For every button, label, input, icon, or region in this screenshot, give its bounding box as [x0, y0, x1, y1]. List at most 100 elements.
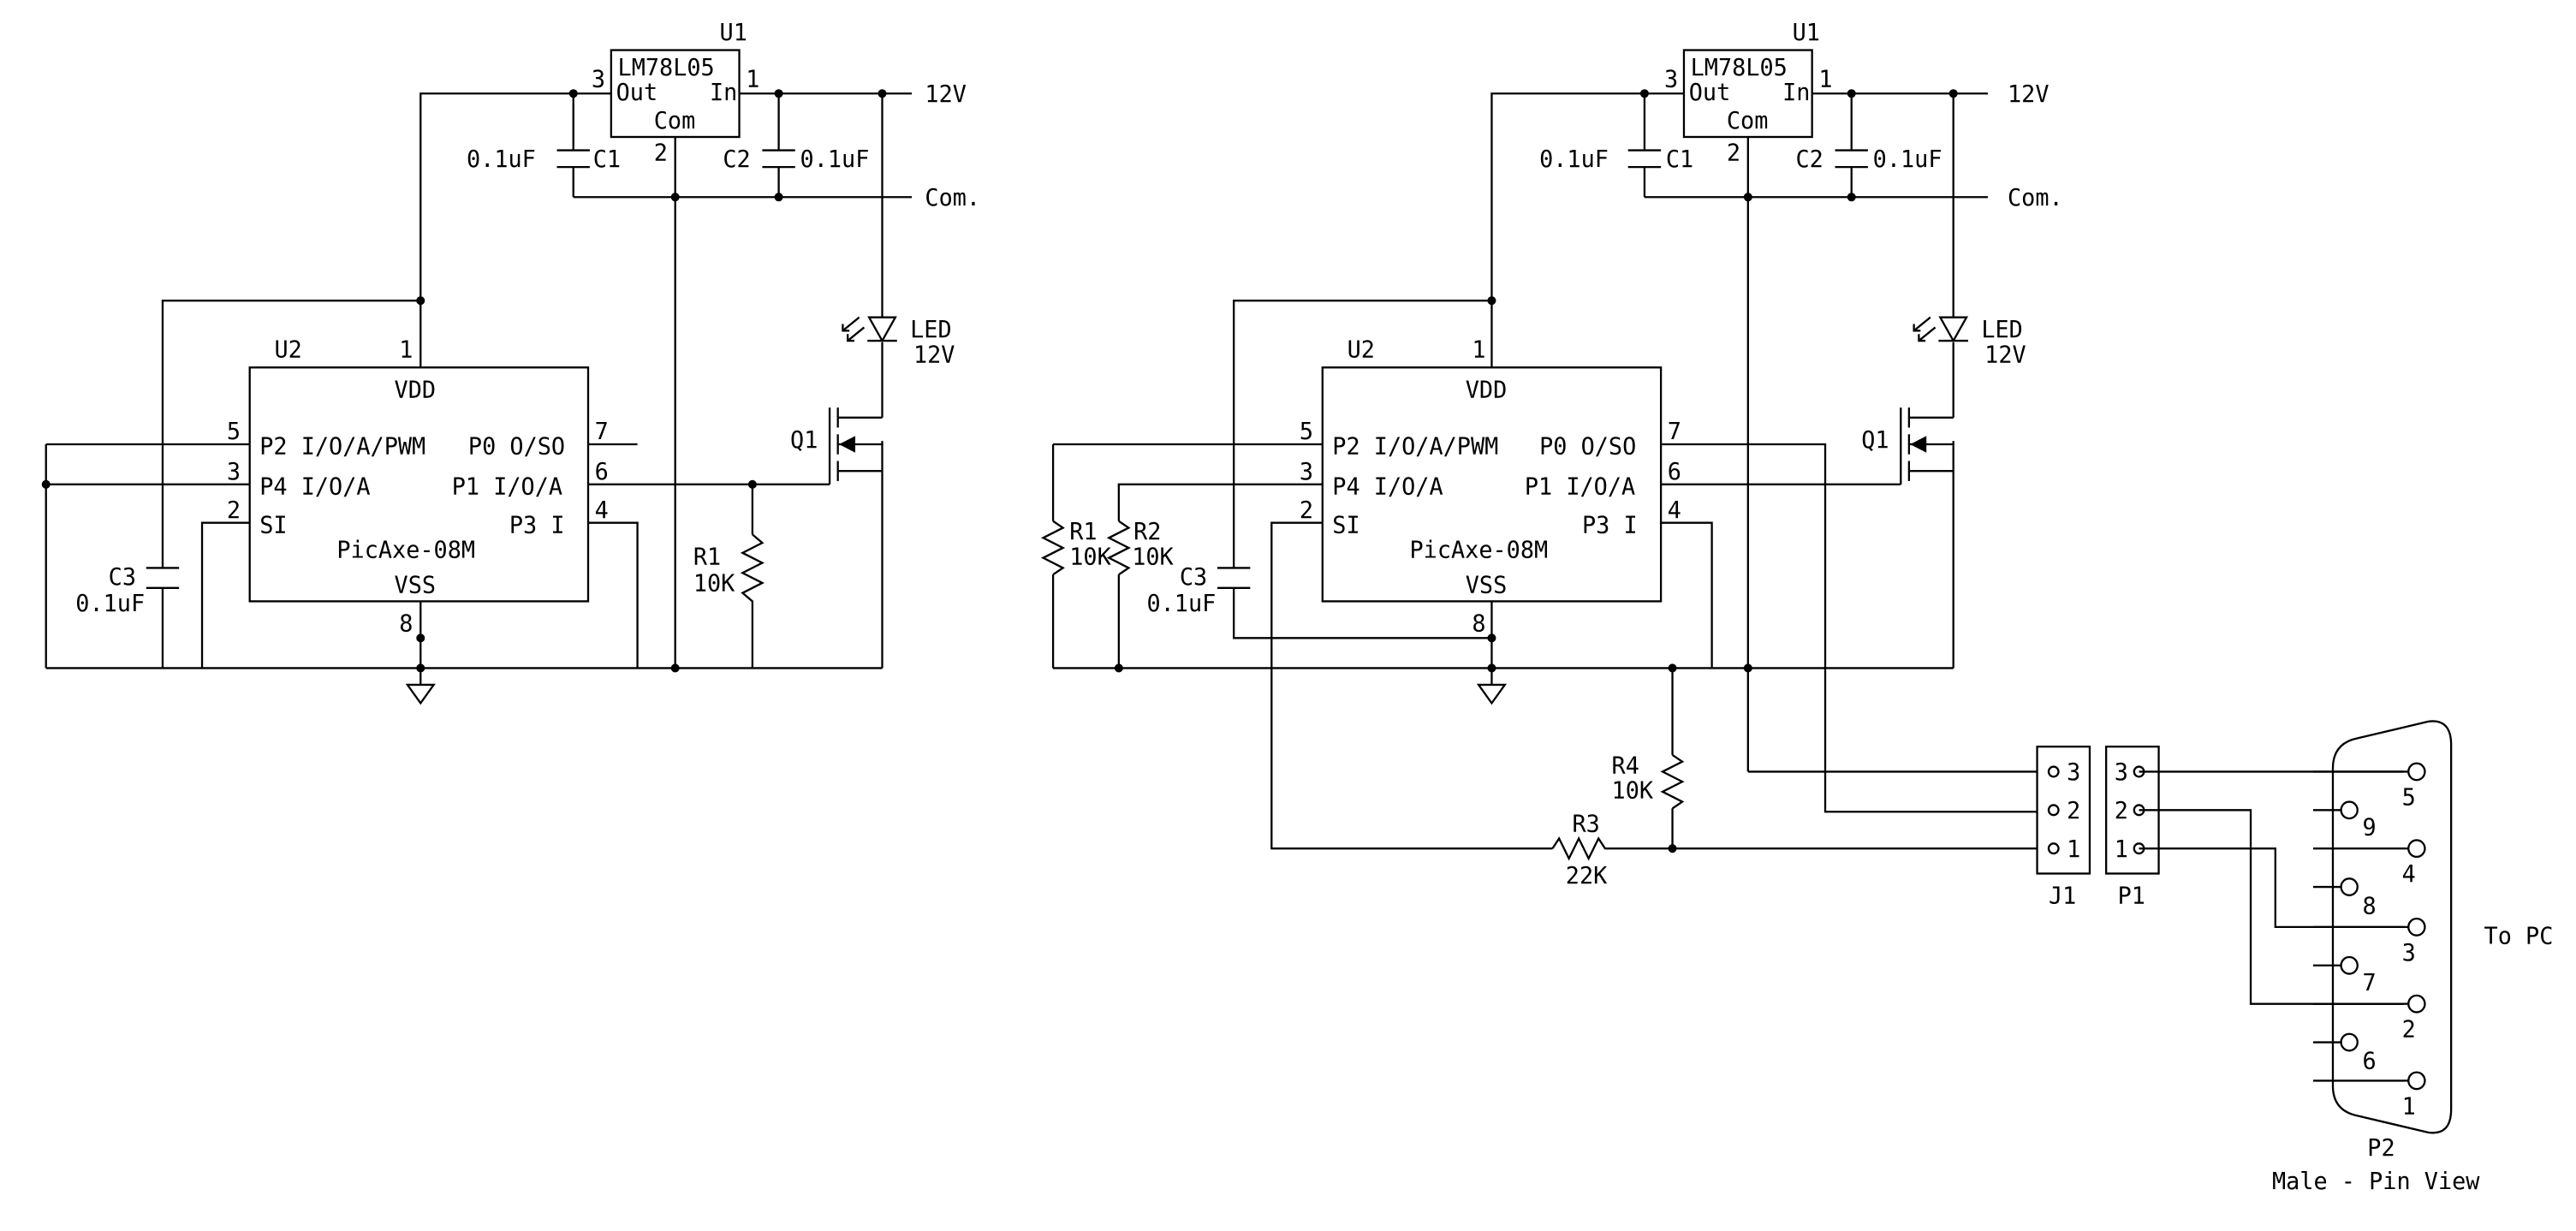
- ledb-value-label: 12V: [1984, 342, 2026, 368]
- db9-pin2-number: 2: [2402, 1016, 2416, 1043]
- microcontroller-u2: U2 1 VDD 5 P2 I/O/A/PWM P0 O/SO 7 3 P4 I…: [227, 336, 609, 637]
- u2-p1-label: P1 I/O/A: [452, 473, 562, 500]
- u2-si-label: SI: [259, 512, 287, 538]
- u2b-pin8-number: 8: [1472, 610, 1485, 637]
- u2-pin6-number: 6: [595, 459, 609, 485]
- circuit-b-junctions: [1114, 89, 1958, 853]
- capacitor-c2-b: C2 0.1uF: [1795, 146, 1942, 173]
- u1-pin3-number: 3: [592, 66, 605, 92]
- circuit-b: U1 LM78L05 Out In Com 3 1 2: [1040, 20, 2553, 1195]
- db9-pin1-number: 1: [2402, 1093, 2416, 1120]
- db9-pin6-number: 6: [2363, 1049, 2377, 1075]
- p1-ref-label: P1: [2118, 883, 2145, 909]
- u2-vss-label: VSS: [395, 572, 437, 598]
- j1-pin3-number: 3: [2067, 759, 2080, 786]
- capacitor-c3: C3 0.1uF: [75, 564, 180, 617]
- u2-p3-label: P3 I: [509, 512, 565, 538]
- resistor-r2-b: R2 10K: [1106, 519, 1174, 576]
- led-value-label: 12V: [913, 342, 955, 368]
- circuit-a-wires: [45, 92, 913, 685]
- u1-pin1-number: 1: [746, 66, 759, 92]
- u2-p4-label: P4 I/O/A: [259, 473, 370, 500]
- header-j1: 3 2 1 J1: [2036, 745, 2091, 910]
- c2-ref-label: C2: [723, 146, 750, 173]
- u1-part-label: LM78L05: [618, 55, 715, 81]
- u1b-pin1-number: 1: [1818, 66, 1832, 92]
- b-net-12v-label: 12V: [2008, 81, 2049, 108]
- u2b-p2-label: P2 I/O/A/PWM: [1332, 434, 1498, 461]
- u2b-p1-label: P1 I/O/A: [1525, 473, 1635, 500]
- capacitor-c1-b: 0.1uF C1: [1539, 146, 1693, 173]
- u1b-com-label: Com: [1727, 108, 1769, 134]
- r2b-ref-label: R2: [1133, 519, 1161, 545]
- circuit-a: U1 LM78L05 Out In Com 3 1 2: [41, 20, 980, 705]
- p1-pin1-number: 1: [2115, 836, 2128, 863]
- db9-pin5-number: 5: [2402, 784, 2416, 811]
- j1-pin2-number: 2: [2067, 798, 2080, 824]
- u1b-ref-label: U1: [1793, 20, 1820, 46]
- q1-ref-label: Q1: [790, 427, 818, 454]
- capacitor-c2: C2 0.1uF: [723, 146, 869, 173]
- resistor-r1-b: R1 10K: [1040, 519, 1111, 576]
- u2-pin8-number: 8: [399, 610, 413, 637]
- u1b-out-label: Out: [1689, 80, 1731, 106]
- u2b-p4-label: P4 I/O/A: [1332, 473, 1443, 500]
- u2b-pin1-number: 1: [1472, 336, 1485, 363]
- u1b-in-label: In: [1782, 80, 1810, 106]
- r1-value-label: 10K: [693, 571, 735, 598]
- u2b-pin7-number: 7: [1668, 419, 1681, 445]
- capacitor-c3-b: C3 0.1uF: [1146, 564, 1251, 617]
- r4b-value-label: 10K: [1612, 777, 1654, 804]
- mosfet-q1-b: Q1: [1861, 407, 1954, 485]
- led-ref-label: LED: [910, 317, 952, 343]
- u2b-pin4-number: 4: [1668, 497, 1681, 524]
- u2b-ref-label: U2: [1347, 336, 1375, 363]
- ground-symbol-b: [1476, 683, 1508, 705]
- j1-pin1-number: 1: [2067, 836, 2080, 863]
- c3b-value-label: 0.1uF: [1146, 591, 1216, 617]
- a-net-12v-label: 12V: [925, 81, 967, 108]
- db9-connector-p2: 5 4 3 2 1 9 8 7 6 P2 Male - Pin View To …: [2272, 720, 2553, 1195]
- u2-pin3-number: 3: [227, 459, 241, 485]
- u1b-pin3-number: 3: [1664, 66, 1678, 92]
- c1-value-label: 0.1uF: [467, 146, 536, 173]
- u1-out-label: Out: [616, 80, 658, 106]
- c2b-ref-label: C2: [1795, 146, 1823, 173]
- u2-pin5-number: 5: [227, 419, 241, 445]
- db9-pin4-number: 4: [2402, 861, 2416, 888]
- db9-pin7-number: 7: [2363, 970, 2377, 996]
- b-net-com-label: Com.: [2008, 185, 2063, 211]
- r3b-ref-label: R3: [1572, 811, 1599, 837]
- u2-pin2-number: 2: [227, 497, 241, 524]
- u2b-name-label: PicAxe-08M: [1410, 537, 1549, 563]
- db9-ref-label: P2: [2367, 1135, 2395, 1162]
- u1-com-label: Com: [654, 108, 696, 134]
- circuit-a-junctions: [41, 89, 887, 673]
- u1-in-label: In: [710, 80, 737, 106]
- u2-pin4-number: 4: [595, 497, 609, 524]
- circuit-b-wires: [1051, 92, 2404, 1005]
- u2b-si-label: SI: [1332, 512, 1359, 538]
- u2-p2-label: P2 I/O/A/PWM: [259, 434, 425, 461]
- u2b-vss-label: VSS: [1466, 572, 1508, 598]
- regulator-u1-b: U1 LM78L05 Out In Com 3 1 2: [1664, 20, 1833, 167]
- resistor-r4-b: R4 10K: [1612, 752, 1685, 810]
- db9-pin8-number: 8: [2363, 893, 2377, 919]
- mosfet-q1: Q1: [790, 407, 883, 485]
- u2-name-label: PicAxe-08M: [336, 537, 475, 563]
- u2b-p3-label: P3 I: [1582, 512, 1638, 538]
- u2b-p0-label: P0 O/SO: [1539, 434, 1636, 461]
- capacitor-c1: 0.1uF C1: [467, 146, 621, 173]
- a-net-com-label: Com.: [925, 185, 980, 211]
- q1b-ref-label: Q1: [1861, 427, 1889, 454]
- u2-p0-label: P0 O/SO: [468, 434, 565, 461]
- u2b-pin5-number: 5: [1300, 419, 1313, 445]
- j1-ref-label: J1: [2049, 883, 2076, 909]
- c2-value-label: 0.1uF: [800, 146, 870, 173]
- c3-value-label: 0.1uF: [75, 591, 145, 617]
- c1b-value-label: 0.1uF: [1539, 146, 1609, 173]
- u2-pin7-number: 7: [595, 419, 609, 445]
- ledb-ref-label: LED: [1981, 317, 2023, 343]
- u1-ref-label: U1: [720, 20, 747, 46]
